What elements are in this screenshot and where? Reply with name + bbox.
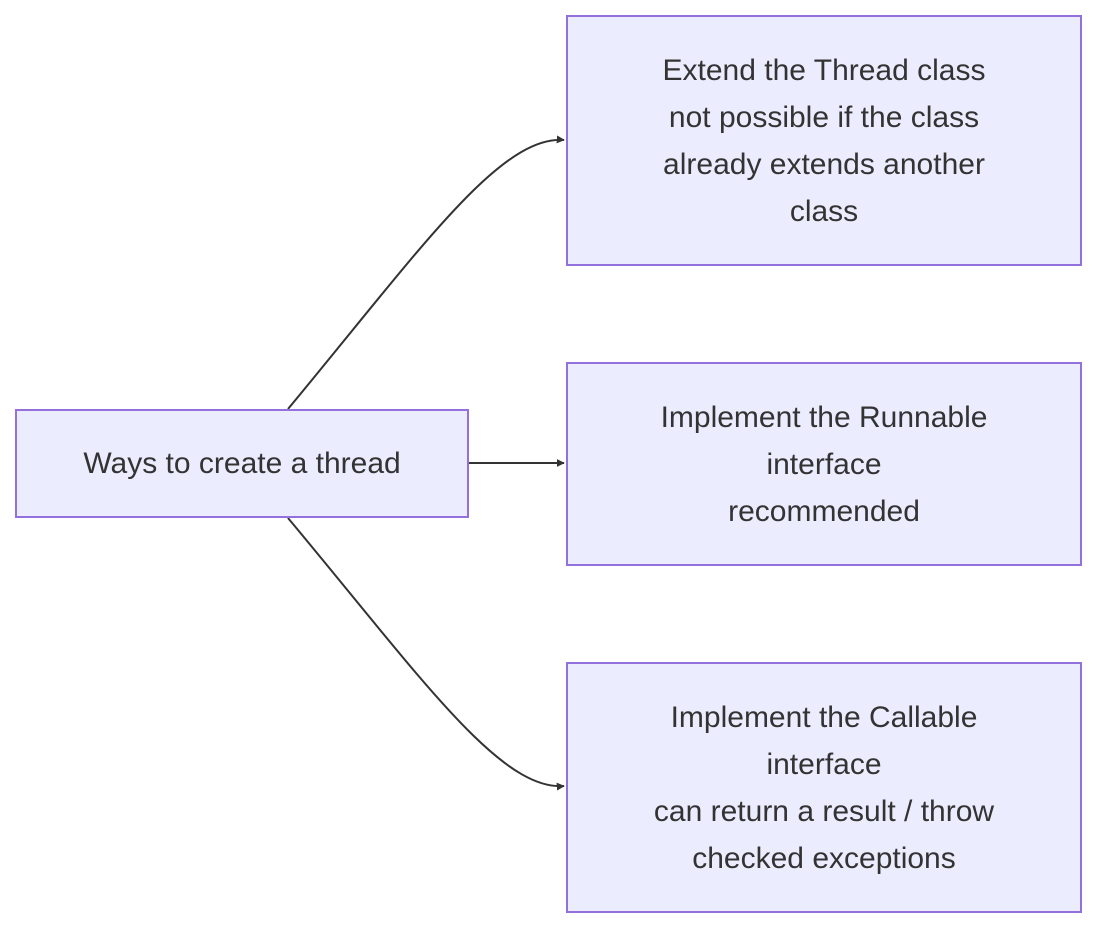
extend-thread-line-1: Extend the Thread class (662, 53, 986, 87)
root-node: Ways to create a thread (15, 409, 469, 518)
runnable-line-3: recommended (728, 494, 920, 528)
extend-thread-line-2: not possible if the class (668, 100, 980, 134)
extend-thread-line-4: class (789, 194, 859, 228)
extend-thread-node: Extend the Thread class not possible if … (566, 15, 1082, 266)
runnable-line-2: interface (766, 447, 882, 481)
edge-to-extend-thread (287, 135, 565, 410)
callable-line-1: Implement the Callable (670, 700, 978, 734)
callable-line-2: interface (766, 747, 882, 781)
edge-to-callable (287, 517, 565, 791)
callable-line-3: can return a result / throw (653, 794, 995, 828)
runnable-line-1: Implement the Runnable (660, 400, 988, 434)
extend-thread-line-3: already extends another (663, 147, 985, 181)
callable-line-4: checked exceptions (692, 841, 956, 875)
callable-node: Implement the Callable interface can ret… (566, 662, 1082, 913)
root-node-label: Ways to create a thread (83, 447, 401, 480)
runnable-node: Implement the Runnable interface recomme… (566, 362, 1082, 566)
